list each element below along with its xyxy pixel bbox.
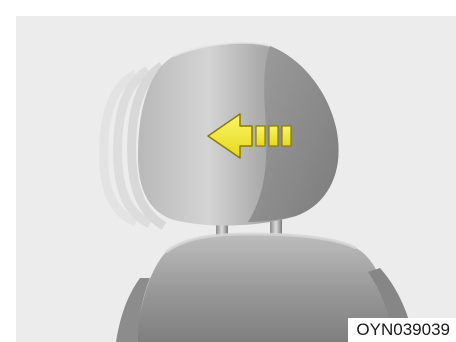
headrest-illustration [16, 16, 456, 342]
illustration-panel [16, 16, 456, 342]
figure-code-label: OYN039039 [348, 318, 456, 342]
